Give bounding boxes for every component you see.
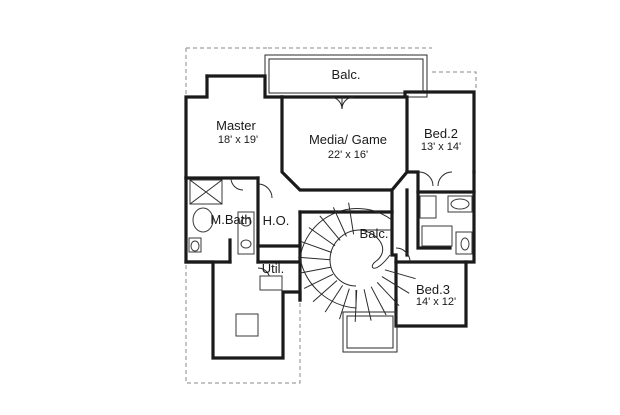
stair-tread	[354, 289, 358, 322]
stair-tread	[370, 286, 387, 316]
dashed-outline	[185, 47, 477, 384]
stair-tread	[324, 285, 344, 313]
bed3-size: 14' x 12'	[416, 296, 456, 308]
media-size: 22' x 16'	[328, 149, 368, 161]
bed3-label: Bed.3	[416, 282, 450, 297]
stair-tread	[339, 288, 350, 320]
stair-tread	[348, 202, 355, 235]
bed2-label: Bed.2	[424, 126, 458, 141]
stair-landing	[342, 311, 398, 353]
master-label: Master	[216, 118, 256, 133]
master-size: 18' x 19'	[218, 134, 258, 146]
balcony-stair-label: Balc.	[360, 226, 389, 241]
stair-tread	[308, 227, 336, 247]
ho-label: H.O.	[263, 213, 290, 228]
media-label: Media/ Game	[309, 132, 387, 147]
bed2-size: 13' x 14'	[421, 141, 461, 153]
stair-tread	[312, 280, 338, 303]
stair-tread	[298, 256, 331, 261]
balcony-top-label: Balc.	[332, 67, 361, 82]
stair-tread	[381, 276, 410, 294]
spiral-stair	[298, 202, 416, 322]
stair-tread	[384, 269, 416, 280]
stair-tread	[301, 241, 332, 253]
stair-tread	[376, 282, 400, 307]
stair-tread	[303, 273, 334, 289]
stair-tread	[363, 289, 372, 321]
util-label: Util.	[262, 261, 284, 276]
interior-walls	[184, 95, 476, 302]
room-labels: Balc. Master 18' x 19' Media/ Game 22' x…	[210, 67, 461, 308]
fixtures	[188, 179, 473, 337]
stair-tread	[332, 207, 347, 237]
mbath-label: M.Bath	[210, 212, 251, 227]
stair-tread	[299, 266, 331, 274]
stair-tread	[319, 215, 341, 241]
